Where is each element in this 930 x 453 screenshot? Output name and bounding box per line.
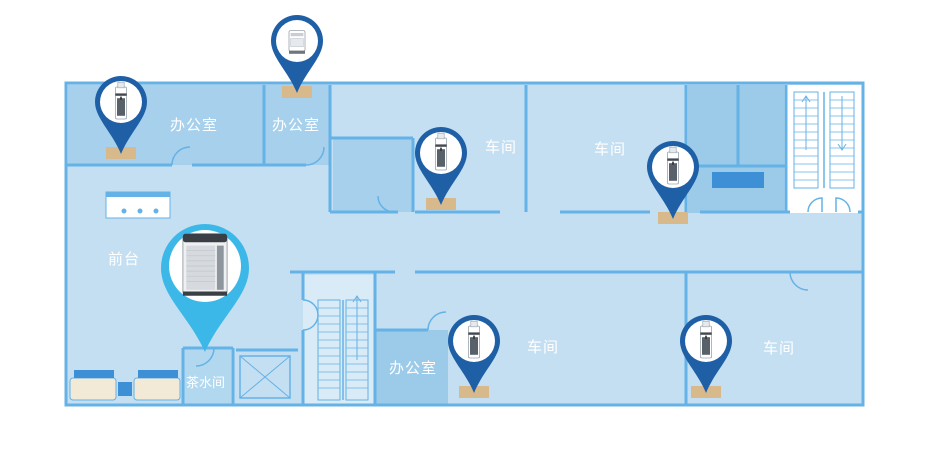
device-marker-1[interactable]	[95, 76, 147, 159]
elevator	[239, 355, 291, 399]
workbench	[712, 172, 764, 188]
office-top-middle-room	[264, 85, 330, 165]
room-label-tea-room: 茶水间	[186, 376, 226, 391]
sofa-right	[133, 370, 181, 401]
room-label-office-bottom: 办公室	[389, 359, 438, 377]
room-label-workshop-4: 车间	[763, 339, 796, 357]
outer-wall	[64, 81, 865, 407]
device-marker-5[interactable]	[448, 315, 500, 398]
water-dispenser-icon	[700, 320, 712, 359]
room-label-office-top-left: 办公室	[170, 116, 219, 134]
room-label-workshop-3: 车间	[527, 338, 560, 356]
reception-desk	[105, 191, 171, 219]
device-marker-6[interactable]	[680, 315, 732, 398]
water-dispenser-icon	[467, 320, 481, 359]
sofa-left	[69, 370, 117, 401]
room-label-office-top-middle: 办公室	[272, 116, 321, 134]
water-dispenser-icon	[115, 81, 127, 120]
office-bottom-room	[376, 330, 448, 405]
device-marker-2[interactable]	[271, 15, 323, 98]
stairs-bottom	[317, 295, 369, 401]
room-label-reception: 前台	[108, 250, 141, 268]
device-marker-highlight[interactable]	[161, 224, 249, 352]
stairs-right	[793, 91, 855, 189]
water-dispenser-icon	[667, 146, 679, 185]
workshop-2-side-room	[688, 85, 784, 213]
room-label-workshop-2: 车间	[594, 140, 627, 158]
tea-room-area	[183, 348, 231, 405]
device-marker-4[interactable]	[647, 141, 699, 224]
device-marker-3[interactable]	[415, 127, 467, 210]
side-table	[118, 382, 132, 396]
room-label-workshop-1: 车间	[485, 138, 518, 156]
air-purifier-icon	[182, 233, 228, 297]
storage-room	[333, 138, 413, 212]
water-purifier-icon	[288, 30, 306, 55]
water-dispenser-icon	[434, 132, 448, 171]
